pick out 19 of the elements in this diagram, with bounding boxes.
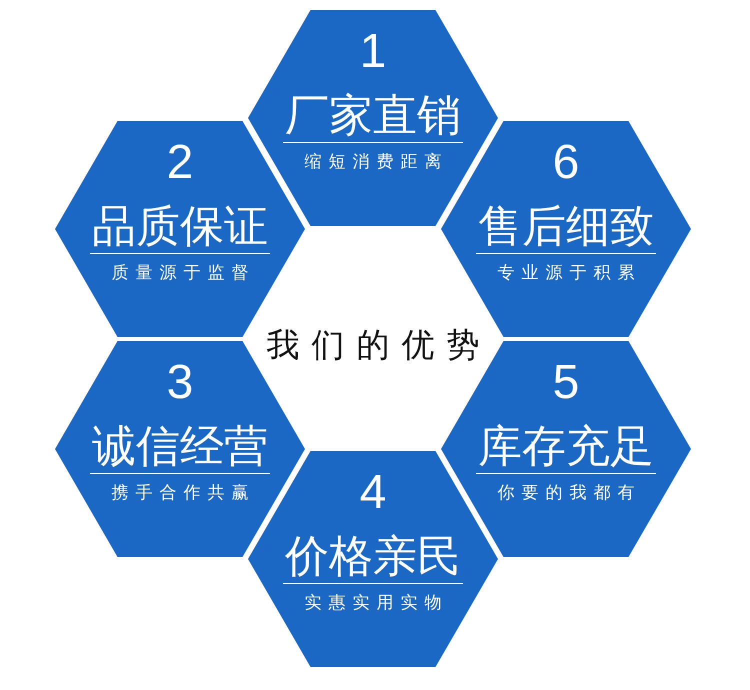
step-number: 6 [552,139,580,187]
advantage-heading: 库存充足 [476,425,656,474]
advantage-caption: 缩短消费距离 [304,153,448,171]
advantage-heading: 厂家直销 [283,94,463,143]
advantage-caption: 实惠实用实物 [304,594,448,612]
step-number: 4 [360,469,386,517]
advantage-caption: 你要的我都有 [496,484,642,502]
advantage-heading: 品质保证 [90,205,270,254]
advantage-heading: 售后细致 [476,205,656,254]
diagram-title: 我们的优势 [266,327,492,363]
step-number: 5 [552,359,580,407]
step-number: 2 [166,139,194,187]
advantage-heading: 价格亲民 [283,535,463,584]
advantage-caption: 携手合作共赢 [110,484,256,502]
step-number: 3 [166,359,194,407]
advantage-caption: 专业源于积累 [496,264,642,282]
step-number: 1 [360,28,386,76]
advantage-caption: 质量源于监督 [110,264,256,282]
advantage-heading: 诚信经营 [90,425,270,474]
